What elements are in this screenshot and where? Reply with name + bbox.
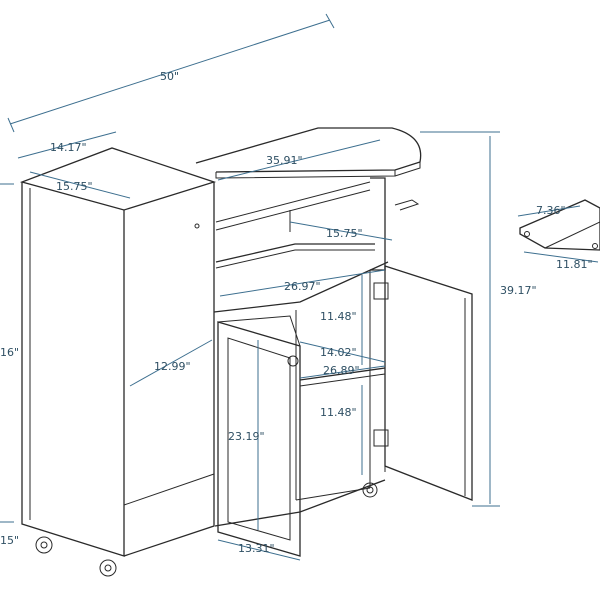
label-tower-width-top: 15.75" (56, 180, 93, 193)
label-lower-compartment-height: 11.48" (320, 406, 357, 419)
left-tower (19, 147, 217, 577)
label-bracket-length: 11.81" (556, 258, 593, 271)
ironing-board (195, 127, 422, 179)
label-inner-shelf-depth: 14.02" (320, 346, 357, 359)
dimension-lines (0, 13, 599, 561)
board-hook (394, 199, 420, 211)
label-board-length: 35.91" (266, 154, 303, 167)
right-door (362, 265, 473, 501)
left-door (217, 315, 301, 557)
label-base-partial: 15" (0, 534, 19, 547)
label-door-width: 13.31" (238, 542, 275, 555)
label-door-height: 23.19" (228, 430, 265, 443)
label-tower-inner-depth: 12.99" (154, 360, 191, 373)
label-shelf-depth: 15.75" (326, 227, 363, 240)
label-tower-depth-top: 14.17" (50, 141, 87, 154)
dimension-labels: 50" 14.17" 15.75" 35.91" 15.75" 26.97" 1… (0, 70, 593, 555)
label-inner-width: 26.97" (284, 280, 321, 293)
label-tower-height-partial: 16" (0, 346, 19, 359)
label-upper-compartment-height: 11.48" (320, 310, 357, 323)
label-overall-width: 50" (160, 70, 179, 83)
bracket-detail (519, 199, 600, 251)
label-inner-shelf-width: 26.89" (323, 364, 360, 377)
label-bracket-width: 7.36" (536, 204, 566, 217)
label-overall-height: 39.17" (500, 284, 537, 297)
